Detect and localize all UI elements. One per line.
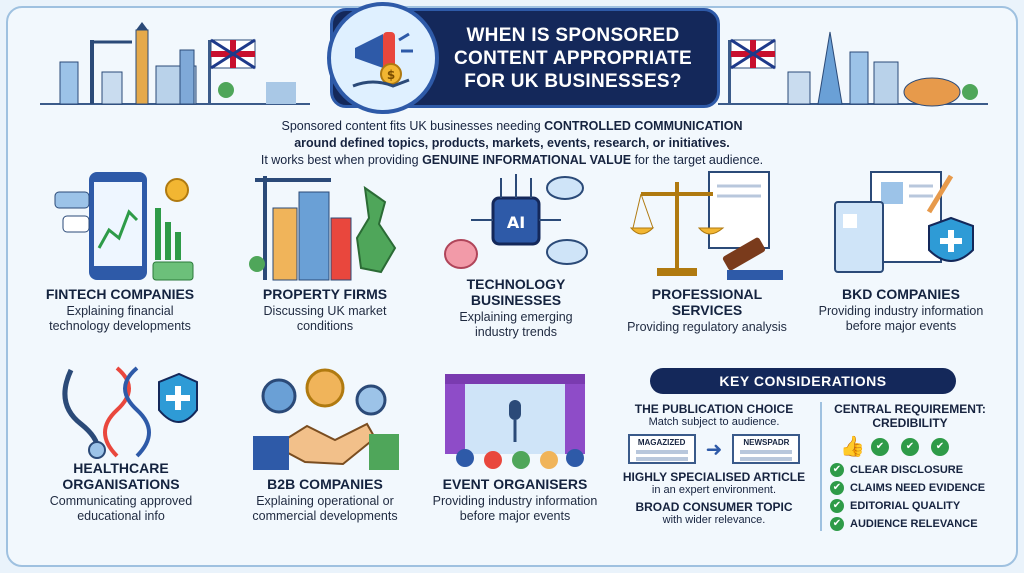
check-icon: ✔ xyxy=(830,499,844,513)
central-requirement: CENTRAL REQUIREMENT: CREDIBILITY 👍 ✔ ✔ ✔… xyxy=(820,402,990,531)
requirement-title: CENTRAL REQUIREMENT: xyxy=(834,402,986,416)
card-professional: PROFESSIONAL SERVICES Providing regulato… xyxy=(622,168,792,335)
check-item: ✔CLEAR DISCLOSURE xyxy=(830,463,990,477)
card-desc: Explaining operational or commercial dev… xyxy=(252,494,398,523)
event-stage-icon xyxy=(445,374,585,469)
title-line-2: CONTENT APPROPRIATE xyxy=(454,47,692,69)
card-technology: AI TECHNOLOGY BUSINESSES Explaining emer… xyxy=(436,168,596,340)
london-skyline-right xyxy=(718,31,988,107)
london-skyline-left xyxy=(40,22,310,105)
card-healthcare: HEALTHCARE ORGANISATIONS Communicating a… xyxy=(28,364,214,524)
check-item: ✔EDITORIAL QUALITY xyxy=(830,499,990,513)
arrow-right-icon: ➜ xyxy=(705,438,723,461)
card-desc: Explaining financial technology developm… xyxy=(49,304,191,333)
requirement-subtitle: CREDIBILITY xyxy=(872,416,948,430)
intro-line-2: around defined topics, products, markets… xyxy=(294,136,730,150)
credibility-checklist: ✔CLEAR DISCLOSURE ✔CLAIMS NEED EVIDENCE … xyxy=(830,463,990,531)
broad-title: BROAD CONSUMER TOPIC xyxy=(635,500,793,514)
check-icon: ✔ xyxy=(930,437,949,456)
specialised-desc: in an expert environment. xyxy=(651,484,777,496)
fintech-phone-icon xyxy=(54,172,194,281)
card-title: PROFESSIONAL SERVICES xyxy=(651,286,763,318)
publication-graphic: MAGAZIZED ➜ NEWSPADR xyxy=(620,434,808,464)
card-desc: Providing regulatory analysis xyxy=(627,320,787,334)
card-title: EVENT ORGANISERS xyxy=(442,476,588,492)
gears-handshake-icon xyxy=(253,368,399,470)
card-title: FINTECH COMPANIES xyxy=(45,286,195,302)
property-buildings-icon xyxy=(249,176,397,281)
card-desc: Communicating approved educational info xyxy=(49,494,193,523)
card-events: EVENT ORGANISERS Providing industry info… xyxy=(430,366,600,524)
thumbs-up-icon: 👍 xyxy=(840,436,865,458)
card-title: BKD COMPANIES xyxy=(842,286,960,302)
megaphone-icon: $ xyxy=(327,2,439,114)
newspaper-thumb: NEWSPADR xyxy=(732,434,801,464)
ai-chip-icon: AI xyxy=(444,174,588,269)
publication-subtitle: Match subject to audience. xyxy=(648,416,780,428)
scales-gavel-icon xyxy=(629,171,783,280)
card-b2b: B2B COMPANIES Explaining operational or … xyxy=(236,366,414,524)
card-property: PROPERTY FIRMS Discussing UK market cond… xyxy=(240,168,410,334)
page-title: WHEN IS SPONSORED CONTENT APPROPRIATE FO… xyxy=(439,24,717,93)
intro-line-1: Sponsored content fits UK businesses nee… xyxy=(281,119,743,133)
check-item: ✔AUDIENCE RELEVANCE xyxy=(830,517,990,531)
title-line-1: WHEN IS SPONSORED xyxy=(466,24,680,46)
card-desc: Explaining emerging industry trends xyxy=(459,310,573,339)
publication-title: THE PUBLICATION CHOICE xyxy=(634,402,794,416)
card-title: TECHNOLOGY BUSINESSES xyxy=(466,276,566,308)
card-desc: Discussing UK market conditions xyxy=(263,304,387,333)
magazine-thumb: MAGAZIZED xyxy=(627,434,696,464)
card-desc: Providing industry information before ma… xyxy=(818,304,984,333)
svg-text:$: $ xyxy=(387,68,395,82)
svg-text:AI: AI xyxy=(507,213,525,232)
intro-text: Sponsored content fits UK businesses nee… xyxy=(180,118,844,169)
check-icon: ✔ xyxy=(830,463,844,477)
card-title: HEALTHCARE ORGANISATIONS xyxy=(62,460,180,492)
broad-desc: with wider relevance. xyxy=(662,514,766,526)
health-stethoscope-dna-icon xyxy=(62,366,198,459)
check-item: ✔CLAIMS NEED EVIDENCE xyxy=(830,481,990,495)
header-title-box: $ WHEN IS SPONSORED CONTENT APPROPRIATE … xyxy=(327,2,720,114)
card-title: B2B COMPANIES xyxy=(267,476,383,492)
check-icon: ✔ xyxy=(900,437,919,456)
card-title: PROPERTY FIRMS xyxy=(262,286,388,302)
check-icon: ✔ xyxy=(830,517,844,531)
documents-shield-icon xyxy=(834,171,974,273)
card-bkd: BKD COMPANIES Providing industry informa… xyxy=(812,168,990,334)
check-icon: ✔ xyxy=(830,481,844,495)
title-line-3: FOR UK BUSINESSES? xyxy=(464,70,682,92)
intro-line-3: It works best when providing GENUINE INF… xyxy=(260,153,764,167)
card-fintech: FINTECH COMPANIES Explaining financial t… xyxy=(38,168,202,334)
check-icon: ✔ xyxy=(870,437,889,456)
card-desc: Providing industry information before ma… xyxy=(432,494,598,523)
specialised-title: HIGHLY SPECIALISED ARTICLE xyxy=(622,470,806,484)
publication-choice: THE PUBLICATION CHOICE Match subject to … xyxy=(620,402,808,526)
key-considerations-heading: KEY CONSIDERATIONS xyxy=(650,368,956,394)
credibility-icons: 👍 ✔ ✔ ✔ xyxy=(840,434,990,459)
